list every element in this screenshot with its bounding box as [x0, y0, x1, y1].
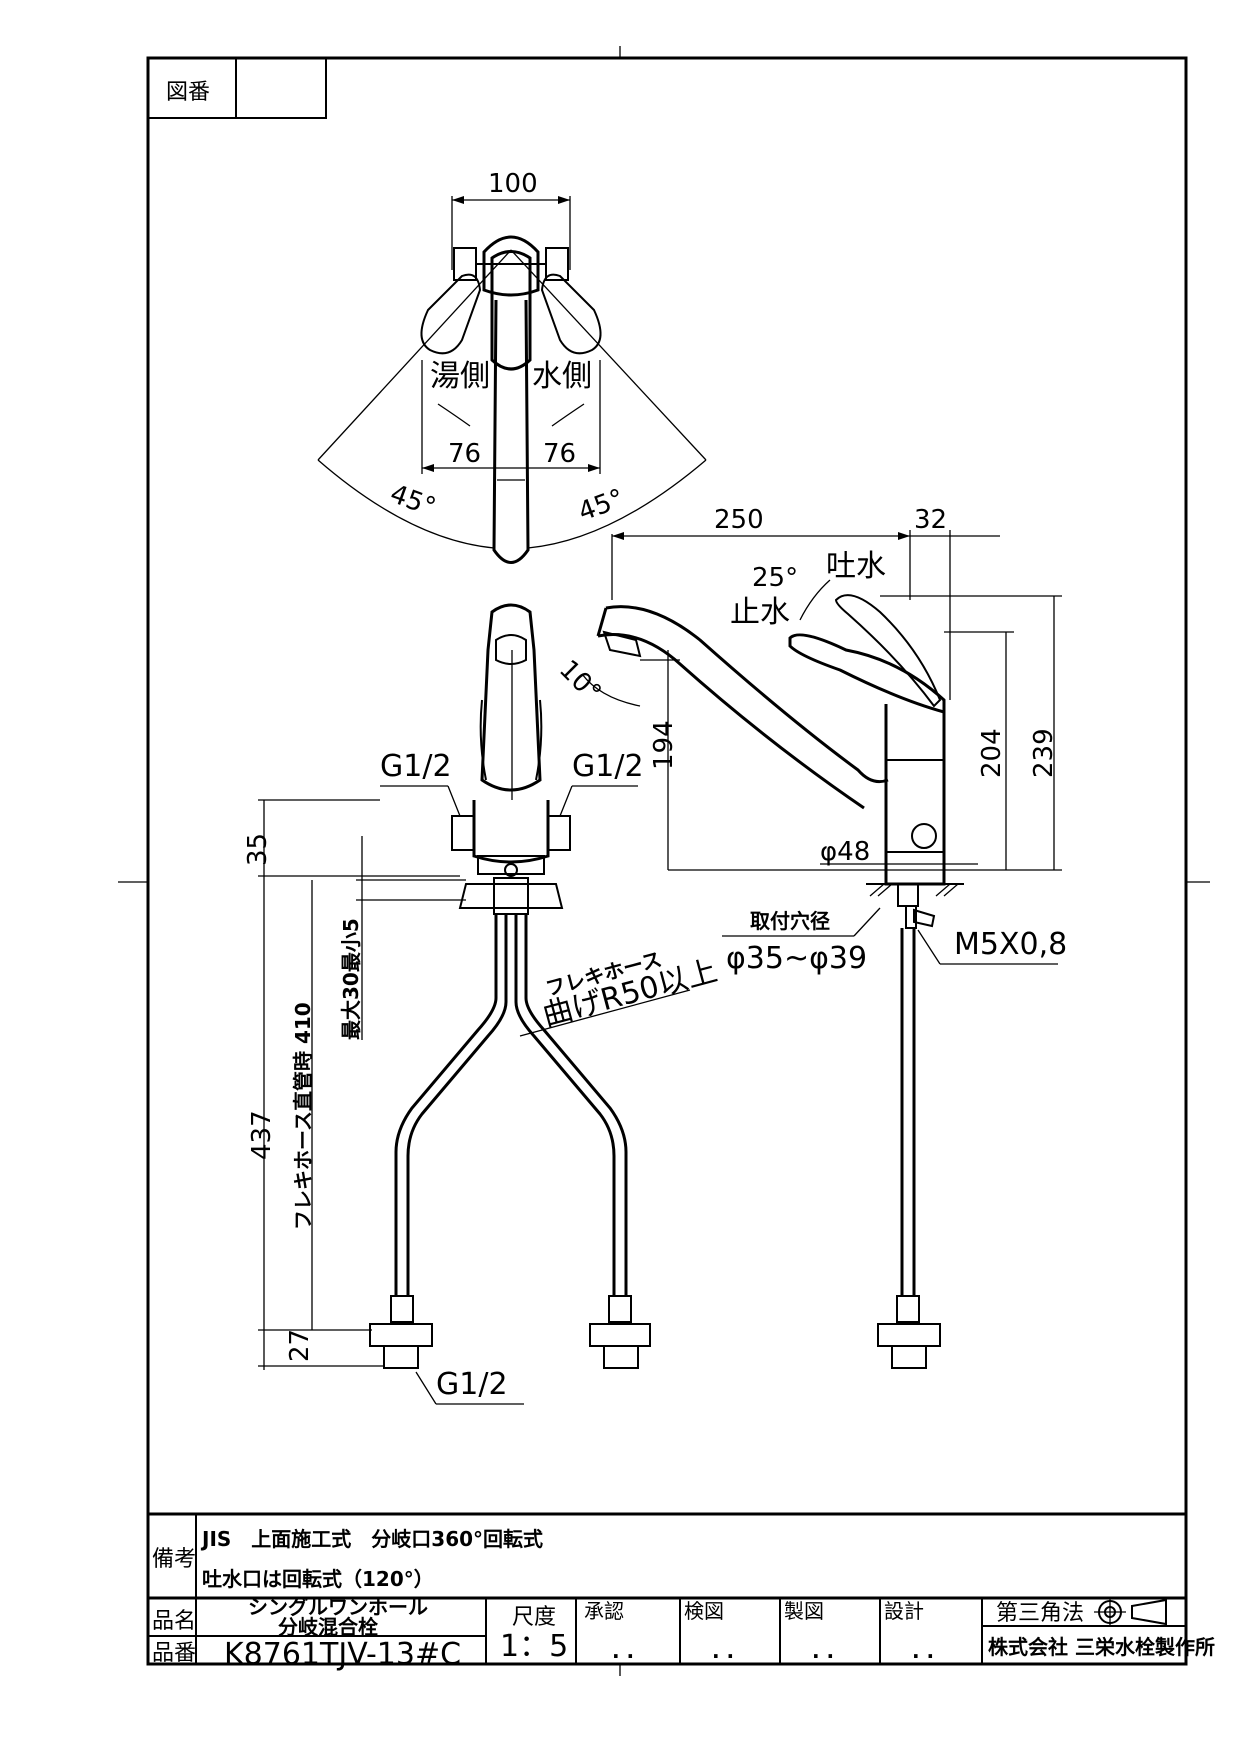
inspect-label: 検図 — [684, 1599, 724, 1623]
dim-counter-thickness: 最大30最小5 — [339, 918, 363, 1040]
dim-437: 437 — [247, 1110, 277, 1160]
approve-label: 承認 — [584, 1599, 624, 1623]
approve-date: . . — [612, 1639, 634, 1663]
product-no-value: K8761TJV-13#C — [224, 1637, 461, 1672]
lever-angle: 25° — [752, 563, 798, 593]
top-view: 100 湯側 水側 76 76 45° 45° — [317, 169, 707, 564]
dim-35: 35 — [243, 833, 273, 866]
dim-76-left: 76 — [448, 439, 481, 469]
inlet-right-label: G1/2 — [572, 749, 644, 784]
product-name-line2: 分岐混合栓 — [278, 1615, 378, 1639]
cold-side-label: 水側 — [532, 359, 592, 394]
dim-194: 194 — [649, 720, 679, 770]
lever-off-label: 止水 — [730, 595, 790, 630]
drawing-number-box: 図番 — [147, 57, 327, 119]
inspect-date: . . — [712, 1639, 734, 1663]
bolt-spec: M5X0,8 — [954, 927, 1067, 962]
tilt-angle: 10° — [553, 654, 607, 708]
title-block: 備考 JIS 上面施工式 分岐口360°回転式 吐水口は回転式（120°） 品名… — [148, 1512, 1215, 1672]
dim-body-dia: φ48 — [820, 837, 870, 867]
inlet-bottom-label: G1/2 — [436, 1367, 508, 1402]
third-angle-projection-icon — [1094, 1598, 1167, 1626]
remarks-line2: 吐水口は回転式（120°） — [202, 1567, 434, 1591]
hole-range: φ35~φ39 — [726, 941, 867, 976]
product-name-line1: シングルワンホール — [248, 1595, 428, 1619]
draft-date: . . — [812, 1639, 834, 1663]
dim-hose-straight: フレキホース直管時 410 — [291, 1002, 315, 1230]
angle-45-right: 45° — [575, 484, 629, 528]
scale-label: 尺度 — [512, 1605, 556, 1630]
projection-label: 第三角法 — [996, 1601, 1084, 1626]
remarks-label: 備考 — [152, 1547, 196, 1572]
product-no-label: 品番 — [152, 1641, 196, 1666]
dim-100: 100 — [488, 169, 538, 199]
side-view: 250 32 吐水 止水 25° 10° 194 204 — [553, 505, 1067, 1369]
hole-label: 取付穴径 — [750, 909, 830, 933]
dim-76-right: 76 — [543, 439, 576, 469]
hot-side-label: 湯側 — [430, 359, 490, 394]
scale-value: 1：5 — [500, 1629, 568, 1664]
company-name: 株式会社 三栄水栓製作所 — [988, 1635, 1215, 1659]
dim-32: 32 — [914, 505, 947, 535]
dim-250: 250 — [714, 505, 764, 535]
design-date: . . — [912, 1639, 934, 1663]
drawing-no-label: 図番 — [166, 80, 210, 105]
lever-on-label: 吐水 — [826, 549, 886, 584]
dim-239: 239 — [1029, 728, 1059, 778]
angle-45-left: 45° — [386, 479, 440, 523]
dim-204: 204 — [977, 728, 1007, 778]
inlet-left-label: G1/2 — [380, 749, 452, 784]
draft-label: 製図 — [784, 1599, 824, 1623]
remarks-line1: JIS 上面施工式 分岐口360°回転式 — [200, 1527, 543, 1551]
front-view: G1/2 G1/2 35 最大30最小5 フレキホース 曲げR50以上 — [243, 603, 721, 1405]
product-name-label: 品名 — [152, 1609, 196, 1634]
design-label: 設計 — [884, 1599, 924, 1623]
outer-frame — [146, 56, 1188, 1666]
dim-27: 27 — [285, 1329, 315, 1362]
